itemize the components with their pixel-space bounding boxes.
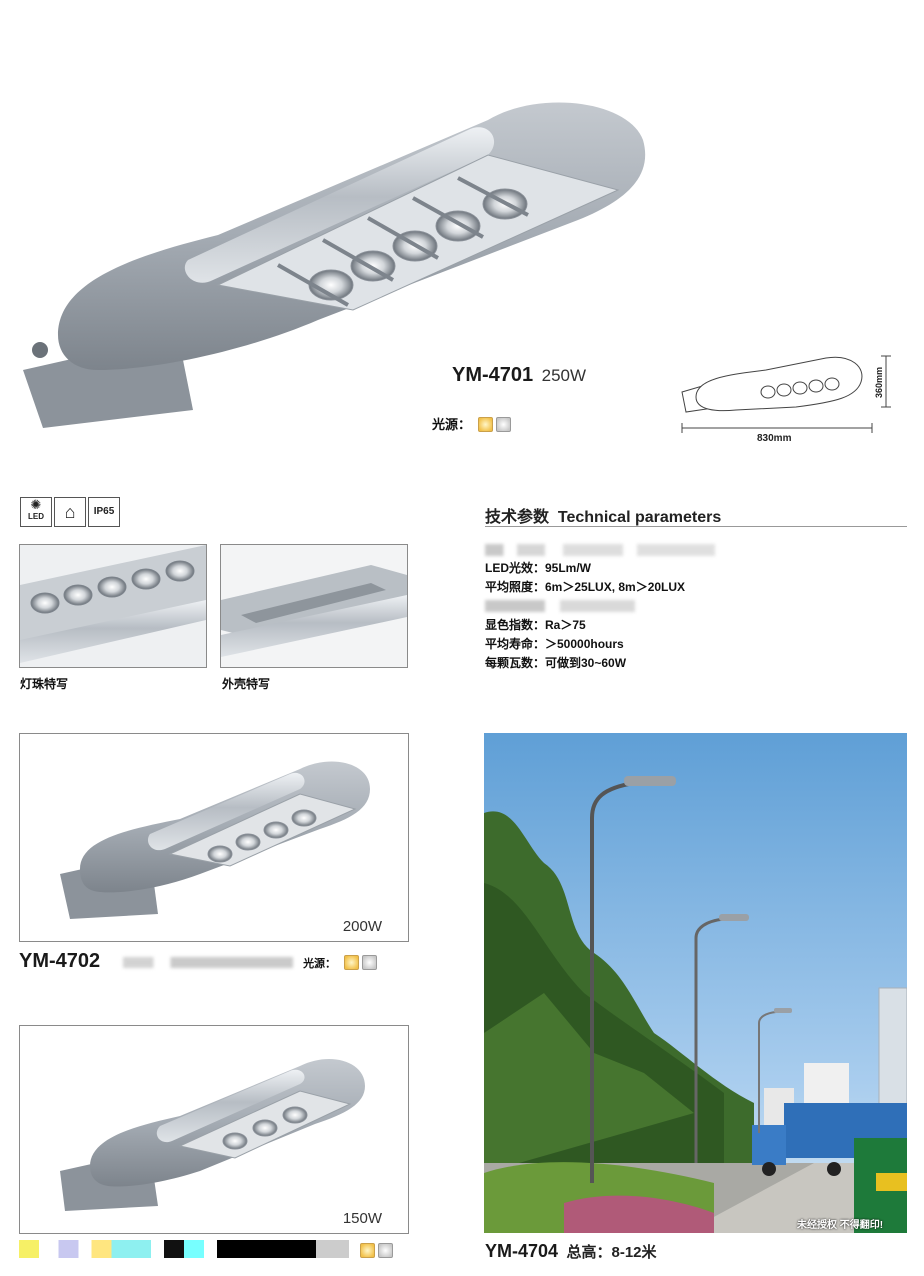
- tech-blurred-line-2: [485, 600, 635, 612]
- street-photo: [484, 733, 907, 1233]
- tech-heading: 技术参数 Technical parameters: [485, 509, 722, 526]
- product3-warm-light-icon: [360, 1243, 375, 1259]
- product2-light-source-label: 光源：: [303, 958, 337, 970]
- main-light-source: 光源：: [432, 414, 512, 434]
- product3-cool-light-icon: [378, 1243, 393, 1259]
- tech-divider: [485, 526, 907, 527]
- led-badge-label: LED: [28, 512, 44, 521]
- tech-lines: LED光效：95Lm/W 平均照度：6m＞25LUX, 8m＞20LUX 显色指…: [485, 559, 685, 673]
- house-badge-icon: ⌂: [54, 497, 86, 527]
- tech-line-lifespan: 平均寿命：＞50000hours: [485, 637, 624, 651]
- closeup-led-label: 灯珠特写: [20, 677, 69, 691]
- product-ym4702-frame: 200W: [19, 733, 409, 942]
- tech-line-illuminance: 平均照度：6m＞25LUX, 8m＞20LUX: [485, 580, 686, 594]
- product2-cool-light-icon: [361, 955, 377, 971]
- ip65-badge: IP65: [88, 497, 120, 527]
- cool-light-icon: [496, 417, 512, 433]
- closeup-shell-image: [220, 544, 408, 668]
- light-source-label: 光源：: [432, 417, 472, 432]
- product-150w-frame: 150W: [19, 1025, 409, 1234]
- photo-height: 总高：8-12米: [566, 1244, 657, 1261]
- product2-blurred-size: [122, 957, 293, 969]
- product2-warm-light-icon: [343, 955, 359, 971]
- main-power: 250W: [541, 366, 587, 385]
- tech-line-cri: 显色指数：Ra＞75: [485, 618, 586, 632]
- dim-width: 830mm: [757, 433, 792, 444]
- led-badge-icon: ✺ LED: [20, 497, 52, 527]
- product2-model: YM-4702: [19, 950, 101, 972]
- dimension-drawing: [681, 355, 891, 433]
- photo-watermark: 未经授权 不得翻印!: [797, 1220, 884, 1231]
- product3-light-source: [357, 1242, 393, 1260]
- dim-height: 360mm: [874, 366, 884, 398]
- warm-light-icon: [478, 417, 494, 433]
- product3-censored-strip: [19, 1240, 349, 1258]
- photo-caption: YM-4704 总高：8-12米: [485, 1241, 657, 1262]
- main-model: YM-4701: [452, 364, 534, 386]
- tech-line-wattage: 每颗瓦数：可做到30~60W: [485, 656, 627, 670]
- photo-model: YM-4704: [485, 1241, 559, 1261]
- tech-blurred-line-1: [485, 544, 715, 556]
- main-model-line: YM-4701 250W: [452, 364, 586, 387]
- tech-line-efficacy: LED光效：95Lm/W: [485, 561, 592, 575]
- lamp-ym4701-image: [23, 102, 646, 428]
- product2-model-line: YM-4702 光源：: [19, 950, 377, 973]
- product2-power: 200W: [342, 918, 382, 935]
- product3-power: 150W: [342, 1210, 382, 1227]
- closeup-led-image: [19, 544, 207, 668]
- closeup-shell-label: 外壳特写: [222, 677, 271, 691]
